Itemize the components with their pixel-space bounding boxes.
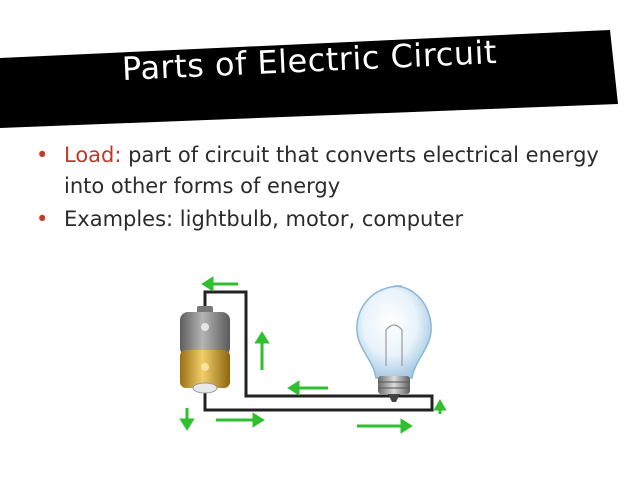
bulb-filament: [385, 324, 403, 366]
circuit-wires: [203, 290, 434, 412]
battery-icon: [180, 306, 230, 394]
green-arrow-icon: [357, 418, 413, 434]
bullet-text: Examples: lightbulb, motor, computer: [64, 207, 464, 231]
battery-base-cap: [192, 382, 218, 394]
bulb-base: [378, 376, 410, 394]
battery-plus-marker: [201, 363, 209, 371]
title-band-polygon: [0, 30, 618, 128]
bullet-term: Load:: [64, 143, 122, 167]
lightbulb-icon: [356, 285, 432, 402]
bullet-item-examples: • Examples: lightbulb, motor, computer: [36, 204, 616, 235]
bulb-contact: [388, 394, 400, 402]
bullet-dot: •: [36, 143, 49, 167]
bulb-glass: [356, 285, 432, 379]
bullet-list: • Load: part of circuit that converts el…: [36, 140, 616, 237]
battery-top-shell: [180, 312, 230, 356]
current-arrows: [179, 276, 447, 434]
green-arrow-icon: [201, 276, 238, 292]
circuit-diagram: [179, 276, 447, 434]
title-band-shape: [0, 30, 618, 128]
bullet-dot: •: [36, 207, 49, 231]
green-arrow-icon: [179, 408, 195, 431]
wire-path: [203, 290, 434, 412]
green-arrow-icon: [433, 398, 447, 414]
title-band: Parts of Electric Circuit: [0, 0, 638, 140]
battery-minus-marker: [201, 323, 209, 331]
bullet-item-load: • Load: part of circuit that converts el…: [36, 140, 616, 202]
green-arrow-icon: [216, 412, 265, 428]
bullet-text: part of circuit that converts electrical…: [64, 143, 599, 198]
green-arrow-icon: [254, 331, 270, 370]
green-arrow-icon: [287, 380, 328, 396]
